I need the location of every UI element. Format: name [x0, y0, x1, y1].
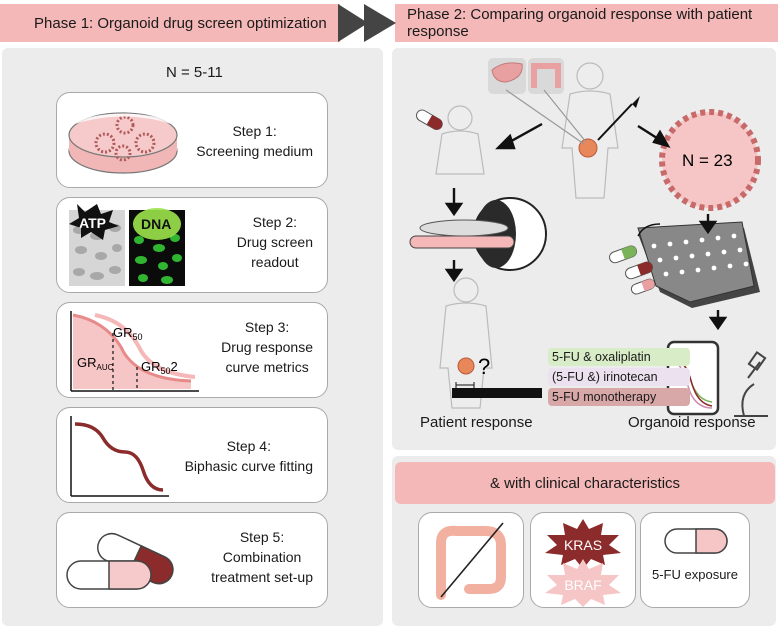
- treatment-tag-monotherapy: 5-FU monotherapy: [548, 388, 690, 406]
- microscope-icon: [734, 351, 768, 417]
- petri-dish-icon: [68, 112, 178, 174]
- step3-card: GR50 GRAUC GR502 Step 3: Drug response c…: [56, 302, 328, 398]
- phase1-title: Phase 1: Organoid drug screen optimizati…: [34, 14, 327, 32]
- well-plate-icon: [637, 221, 760, 308]
- capsule-icon: [664, 528, 728, 554]
- step5-title: Step 5:: [239, 529, 285, 545]
- step2-text: Step 2: Drug screen readout: [237, 212, 313, 272]
- scanner-icon: [409, 197, 547, 271]
- step4-desc: Biphasic curve fitting: [184, 458, 313, 474]
- flow-arrows: [444, 122, 728, 331]
- step5-text: Step 5: Combination treatment set-up: [211, 527, 313, 587]
- step3-text: Step 3: Drug response curve metrics: [221, 317, 313, 377]
- step1-title: Step 1:: [232, 123, 277, 139]
- phase2-title: Phase 2: Comparing organoid response wit…: [407, 6, 753, 40]
- step2-desc2: readout: [251, 254, 299, 270]
- exposure-label: 5-FU exposure: [652, 567, 738, 582]
- phase2-illustration: ? N = 23: [409, 58, 768, 417]
- step2-card: ATP DNA Step 2: Drug screen readout: [56, 197, 328, 293]
- step3-desc1: Drug response: [221, 339, 313, 355]
- question-mark: ?: [478, 354, 490, 379]
- dna-label: DNA: [141, 216, 171, 232]
- step2-desc1: Drug screen: [236, 234, 313, 250]
- n-label: N = 5-11: [166, 64, 223, 81]
- mutation-card: KRAS BRAF: [530, 512, 636, 608]
- treatment-pills-icon: [609, 245, 656, 295]
- readout-icon: ATP DNA: [69, 204, 185, 286]
- patient-body-center: [561, 62, 619, 199]
- liver-icon: [488, 58, 526, 94]
- scalpel-icon: [597, 96, 640, 141]
- treatment-tag-oxaliplatin: 5-FU & oxaliplatin: [548, 348, 690, 366]
- step4-card: Step 4: Biphasic curve fitting: [56, 407, 328, 503]
- step5-card: Step 5: Combination treatment set-up: [56, 512, 328, 608]
- clinical-header: & with clinical characteristics: [395, 462, 775, 504]
- patient-response-label: Patient response: [420, 414, 533, 431]
- colon-card: [418, 512, 524, 608]
- organoid-count: N = 23: [682, 151, 733, 170]
- patient-body-bottom: [439, 277, 493, 409]
- capsules-icon: [66, 532, 174, 590]
- patient-tumor-icon: [457, 357, 475, 375]
- step5-desc1: Combination: [222, 549, 302, 565]
- mutation-bursts-icon: KRAS BRAF: [545, 519, 621, 607]
- phase2-header: Phase 2: Comparing organoid response wit…: [395, 4, 778, 42]
- curve-metrics-icon: GR50 GRAUC GR502: [70, 311, 199, 392]
- step3-title: Step 3:: [244, 319, 290, 335]
- colon-crossed-icon: [436, 522, 506, 600]
- gr50-2-label: GR502: [141, 359, 178, 376]
- treatment-tag-irinotecan: (5-FU &) irinotecan: [548, 368, 690, 386]
- step1-text: Step 1: Screening medium: [196, 121, 313, 161]
- exposure-card: 5-FU exposure: [640, 512, 750, 608]
- step4-text: Step 4: Biphasic curve fitting: [185, 436, 313, 476]
- atp-label: ATP: [79, 215, 106, 231]
- biphasic-curve-icon: [70, 416, 169, 497]
- step1-desc: Screening medium: [196, 143, 313, 159]
- gr50-label: GR50: [113, 325, 143, 342]
- colon-icon: [528, 58, 564, 94]
- clinical-title: & with clinical characteristics: [489, 474, 681, 492]
- step2-title: Step 2:: [252, 214, 298, 230]
- braf-label: BRAF: [564, 577, 601, 593]
- step4-title: Step 4:: [226, 438, 271, 454]
- step3-desc2: curve metrics: [225, 359, 309, 375]
- phase-arrow-icon: [338, 4, 396, 42]
- kras-label: KRAS: [564, 537, 602, 553]
- pill-icon: [416, 109, 443, 131]
- grauc-label: GRAUC: [77, 355, 114, 372]
- step1-card: Step 1: Screening medium: [56, 92, 328, 188]
- patient-body-left: [435, 105, 485, 175]
- organoid-icon: [659, 109, 761, 211]
- step5-desc2: treatment set-up: [211, 569, 313, 585]
- organoid-response-label: Organoid response: [628, 414, 756, 431]
- ruler-icon: [452, 382, 542, 398]
- phase1-header: Phase 1: Organoid drug screen optimizati…: [0, 4, 340, 42]
